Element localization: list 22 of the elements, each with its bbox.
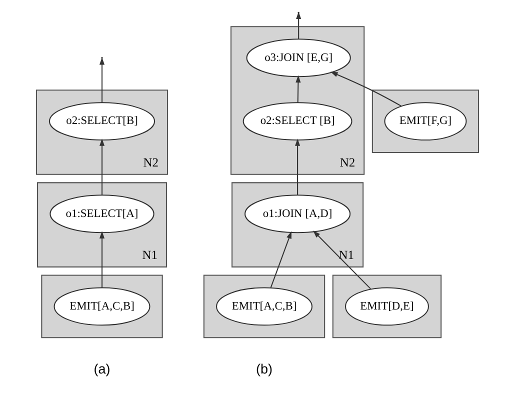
node-ellipse: EMIT[D,E]	[344, 287, 428, 326]
node-ellipse: EMIT[F,G]	[384, 102, 466, 141]
node-ellipse: EMIT[A,C,B]	[216, 287, 312, 326]
label: (b)	[255, 361, 272, 376]
label: (a)	[93, 361, 110, 376]
node-ellipse: o1:JOIN [A,D]	[244, 194, 350, 234]
cluster	[40, 274, 162, 338]
node-ellipse: o1:SELECT[A]	[49, 194, 154, 234]
arrow	[98, 231, 104, 288]
arrow	[294, 138, 300, 195]
node-ellipse: EMIT[A,C,B]	[53, 287, 150, 326]
cluster	[371, 90, 479, 154]
node-ellipse: o2:SELECT [B]	[242, 102, 352, 141]
node-ellipse: o2:SELECT[B]	[48, 102, 155, 141]
arrow	[295, 75, 300, 103]
arrow	[98, 57, 104, 103]
arrow	[270, 231, 292, 288]
cluster	[202, 274, 325, 338]
arrow	[98, 138, 104, 195]
arrow	[330, 72, 402, 107]
cluster	[332, 274, 442, 338]
arrow	[312, 230, 370, 290]
